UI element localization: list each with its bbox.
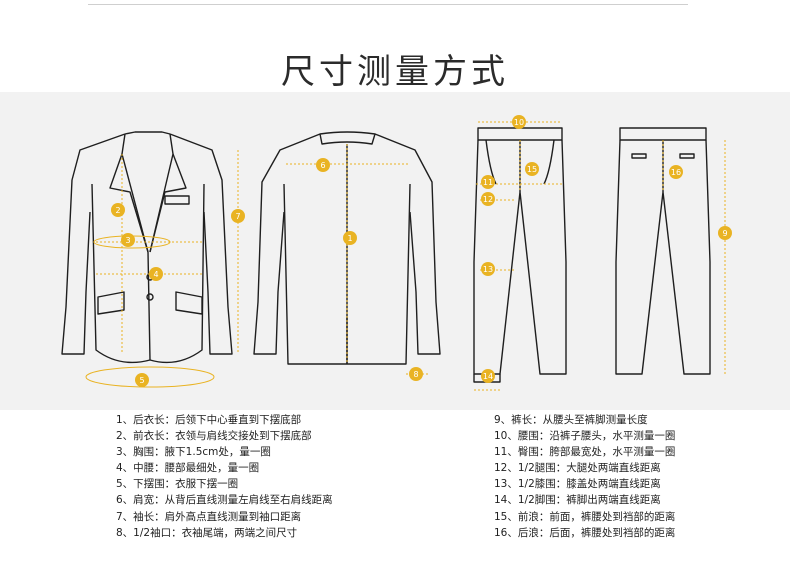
legend-item: 13、1/2膝围：膝盖处两端直线距离 <box>494 478 661 491</box>
legend-item: 14、1/2脚围：裤脚出两端直线距离 <box>494 494 661 507</box>
svg-text:2: 2 <box>115 206 120 215</box>
marker-11: 11 <box>481 175 495 189</box>
marker-1: 1 <box>343 231 357 245</box>
marker-6: 6 <box>316 158 330 172</box>
svg-text:6: 6 <box>320 161 325 170</box>
marker-5: 5 <box>135 373 149 387</box>
jacket-front-illustration <box>61 131 233 364</box>
svg-text:8: 8 <box>413 370 418 379</box>
marker-10: 10 <box>512 115 526 129</box>
illustration-panel: 2 3 4 5 7 6 1 8 10 15 11 12 13 14 16 9 <box>0 92 790 410</box>
marker-7: 7 <box>231 209 245 223</box>
marker-2: 2 <box>111 203 125 217</box>
legend-item: 12、1/2腿围：大腿处两端直线距离 <box>494 462 661 475</box>
marker-15: 15 <box>525 162 539 176</box>
legend-item: 15、前浪：前面，裤腰处到裆部的距离 <box>494 510 676 523</box>
garment-diagrams: 2 3 4 5 7 6 1 8 10 15 11 12 13 14 16 9 <box>61 115 732 391</box>
marker-8: 8 <box>409 367 423 381</box>
legend-item: 4、中腰：腰部最细处，量一圈 <box>116 462 260 475</box>
svg-text:9: 9 <box>722 229 727 238</box>
measurement-guides <box>96 121 726 391</box>
svg-text:11: 11 <box>483 178 493 187</box>
svg-text:1: 1 <box>347 234 352 243</box>
svg-text:15: 15 <box>527 165 537 174</box>
legend-item: 6、肩宽：从背后直线测量左肩线至右肩线距离 <box>116 494 333 507</box>
svg-text:10: 10 <box>514 118 524 127</box>
legend-item: 2、前衣长：衣领与肩线交接处到下摆底部 <box>116 430 312 443</box>
legend-item: 10、腰围：沿裤子腰头，水平测量一圈 <box>494 430 676 443</box>
top-divider <box>88 4 688 5</box>
legend-item: 11、臀围：胯部最宽处，水平测量一圈 <box>494 446 676 459</box>
legend-jacket: 1、后衣长：后领下中心垂直到下摆底部 2、前衣长：衣领与肩线交接处到下摆底部 3… <box>116 412 333 541</box>
legend-item: 16、后浪：后面，裤腰处到裆部的距离 <box>494 526 676 539</box>
svg-text:3: 3 <box>125 236 130 245</box>
marker-3: 3 <box>121 233 135 247</box>
marker-9: 9 <box>718 226 732 240</box>
legend-item: 7、袖长：肩外高点直线测量到袖口距离 <box>116 510 302 523</box>
svg-text:4: 4 <box>153 270 158 279</box>
legend-item: 8、1/2袖口：衣袖尾端，两端之间尺寸 <box>116 526 298 539</box>
marker-12: 12 <box>481 192 495 206</box>
svg-text:13: 13 <box>483 265 493 274</box>
svg-text:14: 14 <box>483 372 493 381</box>
svg-text:7: 7 <box>235 212 240 221</box>
hem-circumference-ellipse <box>85 366 215 388</box>
legend-trousers: 9、裤长：从腰头至裤脚测量长度 10、腰围：沿裤子腰头，水平测量一圈 11、臀围… <box>494 412 675 541</box>
marker-13: 13 <box>481 262 495 276</box>
legend-item: 9、裤长：从腰头至裤脚测量长度 <box>494 414 648 426</box>
legend-item: 1、后衣长：后领下中心垂直到下摆底部 <box>116 414 302 426</box>
marker-16: 16 <box>669 165 683 179</box>
page-title: 尺寸测量方式 <box>281 52 509 92</box>
trousers-front-illustration <box>473 127 567 383</box>
svg-text:5: 5 <box>139 376 144 385</box>
svg-text:12: 12 <box>483 195 493 204</box>
svg-text:16: 16 <box>671 168 681 177</box>
legend-item: 5、下摆围：衣服下摆一圈 <box>116 478 239 491</box>
legend-item: 3、胸围：腋下1.5cm处，量一圈 <box>116 446 271 459</box>
marker-14: 14 <box>481 369 495 383</box>
marker-4: 4 <box>149 267 163 281</box>
